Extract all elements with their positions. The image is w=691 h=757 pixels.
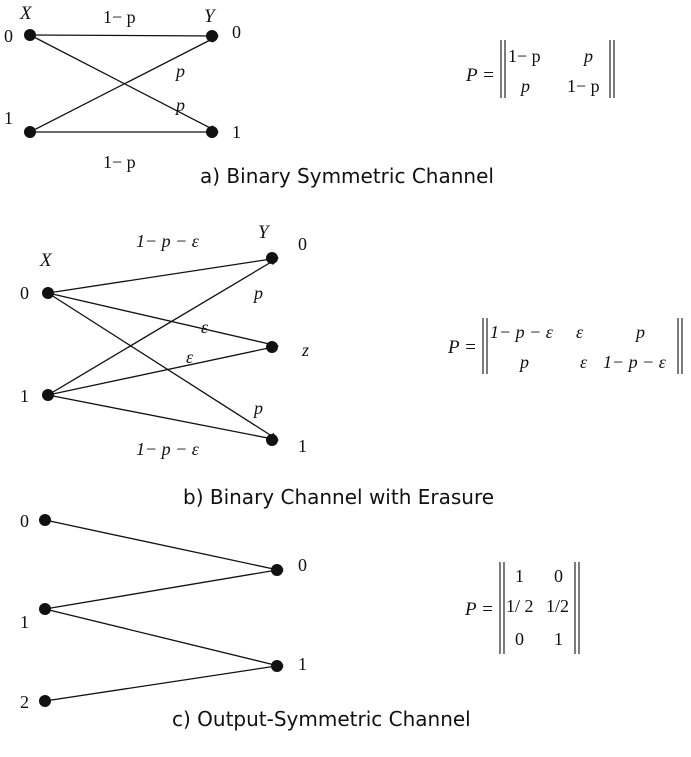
bsc-matrix-cell-0-1: p [582,46,593,66]
bsc-matrix-cell-1-1: 1− p [567,76,600,96]
bec-output-node-1 [266,434,278,446]
osc-matrix-cell-2-0: 0 [515,629,524,649]
bsc-caption: a) Binary Symmetric Channel [200,164,494,188]
bsc-matrix-cell-1-0: p [519,76,530,96]
bsc-output-header: Y [204,6,217,27]
bec-input-node-0 [42,287,54,299]
bsc-output-node-0 [206,30,218,42]
bec-edge-1-0 [47,257,279,396]
bec-output-label-z: z [301,340,309,360]
bsc-edge-label-1-1: 1− p [103,152,136,172]
bec-edge-label-0-0: 1− p − ε [136,231,200,251]
bec-edge-label-1-0: p [252,283,263,303]
bsc-edge-label-0-0: 1− p [103,7,136,27]
bsc-output-node-1 [206,126,218,138]
bec-edge-1-z [47,344,279,396]
bsc-edge-1-0 [29,35,219,133]
bec-matrix-cell-0-1: ε [576,322,584,342]
bsc-edge-label-1-0: p [174,95,185,115]
bsc-input-label-0: 0 [4,26,13,46]
bec-caption: b) Binary Channel with Erasure [183,485,494,509]
bec-edge-0-z [47,292,279,348]
bec-output-header: Y [258,222,271,243]
bec-matrix-cell-0-2: p [634,322,645,342]
bsc-matrix-lhs: P = [465,65,495,86]
osc-input-label-1: 1 [20,612,29,632]
osc-input-label-2: 2 [20,692,29,712]
bsc-input-header: X [19,3,33,24]
bec-input-header: X [39,250,53,271]
osc-edge-1-0 [44,566,284,610]
osc-output-label-0: 0 [298,555,307,575]
osc-output-node-0 [271,564,283,576]
bec-matrix-cell-1-1: ε [580,352,588,372]
osc-input-node-2 [39,695,51,707]
osc-matrix-lhs: P = [464,599,494,620]
bsc-diagram: X Y 0 1 0 1 1− p p p 1− p P = 1− p p p 1… [4,3,615,188]
bsc-input-label-1: 1 [4,108,13,128]
osc-input-node-1 [39,603,51,615]
osc-edge-2-1 [44,662,284,702]
osc-matrix: P = 1 0 1/ 2 1/2 0 1 [464,562,580,654]
osc-matrix-cell-0-1: 0 [554,566,563,586]
bsc-output-label-1: 1 [232,122,241,142]
osc-edge-1-1 [44,608,284,669]
bsc-edge-0-0 [29,32,219,40]
bec-output-label-1: 1 [298,436,307,456]
bec-matrix-lhs: P = [447,337,477,358]
bec-edge-0-1 [47,292,279,441]
bec-edge-0-0 [47,255,279,294]
bec-edge-label-1-1: 1− p − ε [136,439,200,459]
bec-matrix-cell-1-2: 1− p − ε [603,352,667,372]
bec-matrix: P = 1− p − ε ε p p ε 1− p − ε [447,318,683,374]
osc-diagram: 0 1 2 0 1 P = 1 0 1/ 2 1/2 0 1 c) Output… [20,511,580,731]
bec-diagram: X Y 0 1 0 z 1 1− p − ε ε p p ε 1− p − ε … [20,222,683,509]
osc-edge-0-0 [44,519,284,573]
osc-output-node-1 [271,660,283,672]
osc-edges [44,519,284,702]
bec-edge-label-1-z: ε [186,347,194,367]
bec-output-label-0: 0 [298,234,307,254]
osc-output-label-1: 1 [298,654,307,674]
osc-matrix-cell-2-1: 1 [554,629,563,649]
bec-input-node-1 [42,389,54,401]
bec-matrix-cell-0-0: 1− p − ε [490,322,554,342]
bec-matrix-cell-1-0: p [518,352,529,372]
bsc-input-node-1 [24,126,36,138]
bsc-matrix: P = 1− p p p 1− p [465,40,615,98]
osc-matrix-cell-0-0: 1 [515,566,524,586]
osc-input-node-0 [39,514,51,526]
bsc-input-node-0 [24,29,36,41]
bsc-edges [29,32,219,136]
bec-input-label-1: 1 [20,386,29,406]
bec-edges [47,255,279,442]
bec-input-label-0: 0 [20,283,29,303]
bec-edge-label-0-z: ε [201,317,209,337]
bec-output-node-0 [266,252,278,264]
bec-edge-1-1 [47,394,279,442]
bec-edge-label-0-1: p [252,398,263,418]
osc-caption: c) Output-Symmetric Channel [172,707,471,731]
bsc-edge-label-0-1: p [174,61,185,81]
osc-matrix-cell-1-0: 1/ 2 [506,596,534,616]
osc-input-label-0: 0 [20,511,29,531]
bsc-matrix-cell-0-0: 1− p [508,46,541,66]
osc-matrix-cell-1-1: 1/2 [546,596,569,616]
bec-output-node-z [266,341,278,353]
bsc-output-label-0: 0 [232,22,241,42]
